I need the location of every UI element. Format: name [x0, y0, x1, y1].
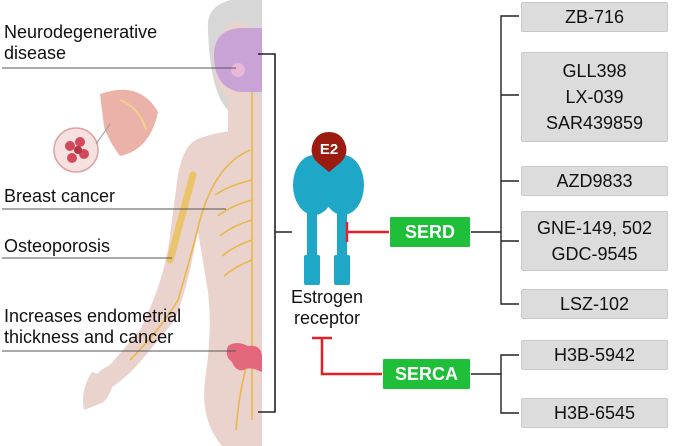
- label-breast-cancer: Breast cancer: [4, 186, 116, 206]
- drug-box-gne149-group: GNE-149, 502 GDC-9545: [521, 211, 668, 271]
- hand-shape: [83, 372, 114, 410]
- serca-drug-bracket: [500, 354, 519, 414]
- brain-highlight: [231, 63, 245, 77]
- e2-ligand-shape: [311, 132, 347, 172]
- brain-shape: [214, 28, 262, 92]
- breast-inset: [53, 89, 158, 173]
- drug-box-lsz102: LSZ-102: [521, 289, 668, 319]
- drug-box-zb716: ZB-716: [521, 2, 668, 32]
- nerve-arm: [129, 149, 251, 361]
- label-endometrial: Increases endometrial thickness and canc…: [4, 306, 182, 347]
- estrogen-receptor-icon: [293, 155, 364, 285]
- neck-shape: [228, 95, 262, 135]
- body-bracket: [258, 53, 276, 413]
- serd-tag: SERD: [390, 217, 470, 247]
- drug-box-azd9833: AZD9833: [521, 166, 668, 196]
- drug-box-h3b5942: H3B-5942: [521, 340, 668, 370]
- serd-drug-bracket: [500, 15, 519, 305]
- uterus-shape: [226, 343, 262, 372]
- label-neurodegenerative: Neurodegenerative disease: [4, 22, 158, 63]
- serca-inhibit-line: [320, 338, 382, 376]
- nerve-rib-1: [214, 179, 253, 196]
- nerve-rib-2: [217, 199, 253, 217]
- label-osteoporosis: Osteoporosis: [4, 236, 111, 256]
- arm-shape: [90, 140, 205, 395]
- drug-box-gll398-group: GLL398 LX-039 SAR439859: [521, 52, 668, 142]
- serca-tag: SERCA: [383, 359, 470, 389]
- breast-inset-shape: [100, 89, 158, 156]
- arm-bone: [166, 171, 197, 264]
- e2-ligand-label: E2: [319, 141, 339, 158]
- drug-box-h3b6545: H3B-6545: [521, 398, 668, 428]
- nerve-rib-5: [223, 259, 253, 277]
- nerve-rib-4: [221, 239, 253, 257]
- estrogen-receptor-label: Estrogen receptor: [290, 287, 364, 328]
- nerve-rib-3: [219, 219, 253, 237]
